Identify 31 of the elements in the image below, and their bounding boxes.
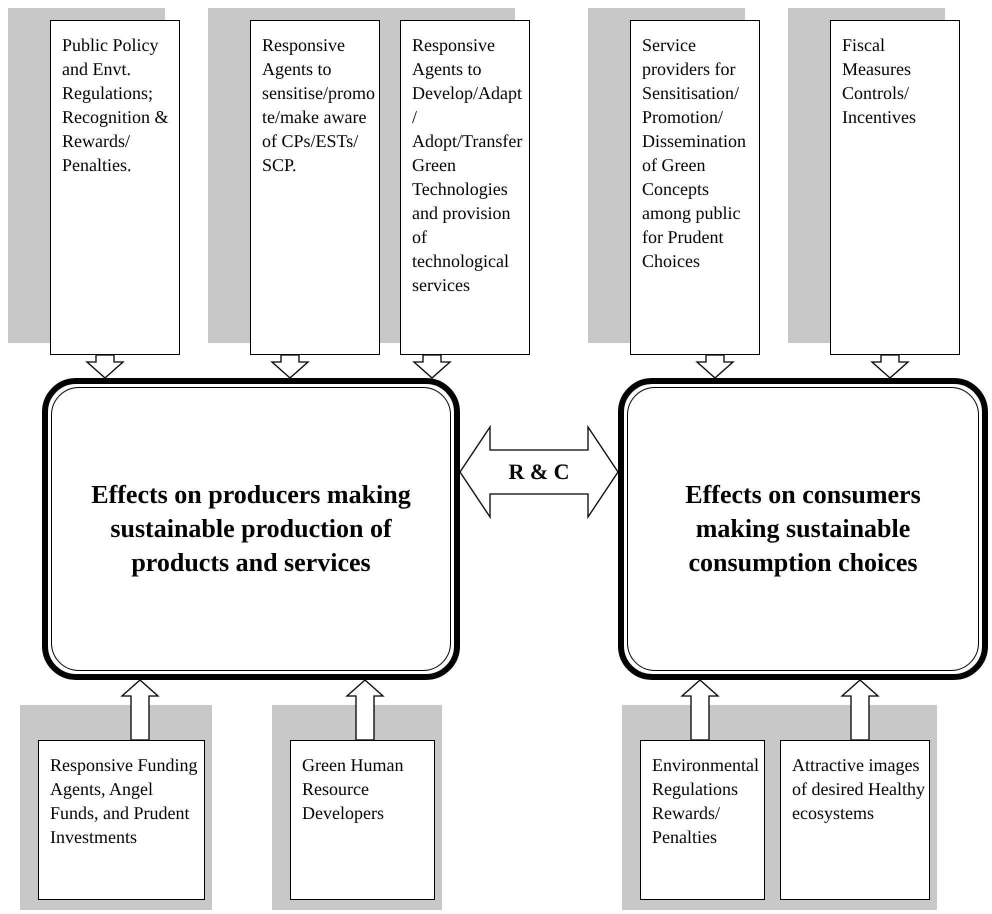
hollow-arrow [270, 354, 310, 379]
effect-text: Effects on consumers making sustainable consumption choices [684, 479, 922, 579]
factor-text: Responsive Agents to sensitise/promote/make aware of CPs/ESTs/ SCP. [262, 34, 375, 177]
factor-box [400, 20, 530, 355]
hollow-arrow [840, 679, 880, 741]
effect-text: Effects on producers making sustainable production of products and services [90, 479, 412, 579]
factor-box [640, 740, 765, 900]
hollow-arrow [85, 354, 125, 379]
hollow-arrow [680, 679, 720, 741]
factor-text: Fiscal Measures Controls/ Incentives [842, 34, 917, 129]
factor-box [630, 20, 760, 355]
factor-text: Public Policy and Envt. Regulations; Recognition & Rewards/ Penalties. [62, 34, 170, 177]
hollow-arrow [120, 679, 160, 741]
effect-box [618, 378, 988, 680]
hollow-arrow [345, 679, 385, 741]
factor-text: Responsive Funding Agents, Angel Funds, and Prudent Investments [50, 754, 199, 849]
factor-text: Attractive images of desired Healthy ecosystems [792, 754, 925, 825]
factor-box [38, 740, 205, 900]
factor-box [250, 20, 380, 355]
hollow-arrow [412, 354, 452, 379]
factor-text: Responsive Agents to Develop/Adapt/ Adopt/Transfer Green Technologies and provision of technological services [412, 34, 524, 297]
factor-box [290, 740, 435, 900]
hollow-arrow [870, 354, 910, 379]
factor-box [50, 20, 180, 355]
factor-text: Green Human Resource Developers [302, 754, 404, 825]
hollow-arrow [695, 354, 735, 379]
factor-box [830, 20, 960, 355]
factor-box [780, 740, 930, 900]
factor-text: Environmental Regulations Rewards/ Penalties [652, 754, 760, 849]
factor-text: Service providers for Sensitisation/ Promotion/ Dissemination of Green Concepts among public for Prudent Choices [642, 34, 747, 273]
effect-box [42, 378, 460, 680]
